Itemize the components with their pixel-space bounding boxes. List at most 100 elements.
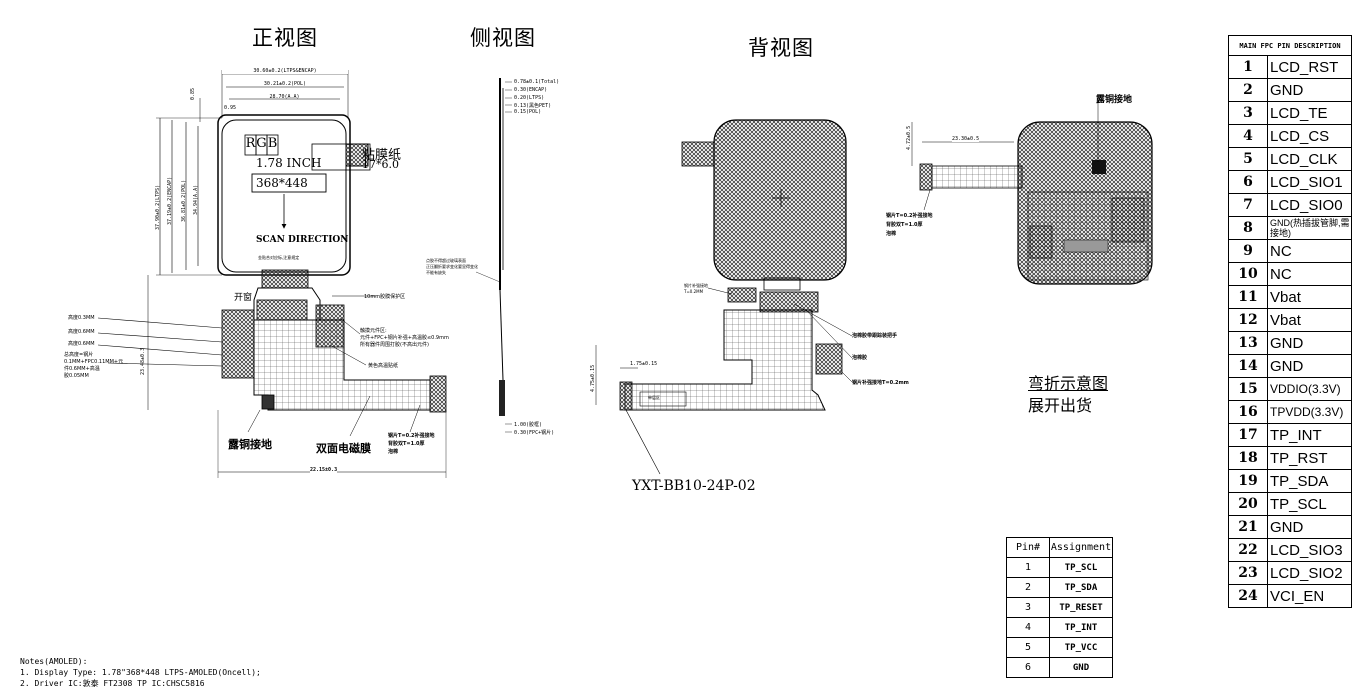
pin-number: 10: [1228, 262, 1268, 286]
bend-steel-note: 钢片T=0.2补强接地 背胶双T=1.0厚 泡棉: [886, 213, 933, 237]
dim-pol-width: 30.21±0.2(POL): [263, 81, 307, 87]
pin-signal: TPVDD(3.3V): [1267, 400, 1352, 424]
pin-number: 14: [1228, 354, 1268, 378]
bend-diagram-title: 弯折示意图: [1028, 374, 1109, 393]
pin-number: 20: [1228, 492, 1268, 516]
pin-number: 19: [1228, 469, 1268, 493]
pin-signal: GND: [1267, 331, 1352, 355]
yellow-tape-note: 黄色高温贴纸: [368, 363, 399, 369]
tp-pin-assignment: TP_VCC: [1049, 637, 1113, 658]
notes-block: Notes(AMOLED): 1. Display Type: 1.78"368…: [20, 656, 261, 689]
emi-film-label: 双面电磁膜: [316, 442, 371, 455]
pin-number: 1: [1228, 55, 1268, 79]
notes-line: 1. Display Type: 1.78"368*448 LTPS-AMOLE…: [20, 668, 261, 677]
pin-signal: GND: [1267, 354, 1352, 378]
back-tape-b: 泡棉胶: [852, 355, 868, 361]
dim-ltps-height: 37.90±0.2(LTPS): [155, 184, 161, 230]
part-number: YXT-BB10-24P-02: [632, 478, 756, 494]
pin-number: 11: [1228, 285, 1268, 309]
tp-pin-number: 1: [1006, 557, 1050, 578]
tp-pin-assignment: GND: [1049, 657, 1113, 678]
dim-095: 0.95: [224, 105, 237, 111]
tp-pin-assignment: TP_SCL: [1049, 557, 1113, 578]
back-steel-ground: 钢片补强接地 T=0.2MM: [684, 283, 708, 294]
bend-height-dim: 4.72±0.5: [906, 125, 912, 150]
pin-number: 18: [1228, 446, 1268, 470]
pin-signal: LCD_RST: [1267, 55, 1352, 79]
tp-pin-number: 4: [1006, 617, 1050, 638]
pin-signal: TP_RST: [1267, 446, 1352, 470]
side-view-title: 侧视图: [470, 26, 536, 50]
pin-number: 23: [1228, 561, 1268, 585]
tp-pin-number: 2: [1006, 577, 1050, 598]
copper-ground-label: 露铜接地: [228, 438, 272, 451]
side-dim-pet: 0.13(黑色PET): [514, 103, 552, 109]
height-note-3: 高度0.6MM: [68, 341, 95, 347]
tape-note: 10mm胶膜保护区: [364, 294, 406, 300]
main-pin-header: MAIN FPC PIN DESCRIPTION: [1228, 35, 1352, 56]
tp-pin-header-row: Pin# Assignment: [1006, 537, 1113, 558]
back-steel-b: 钢片补强接地T=0.2mm: [852, 380, 909, 386]
back-width-dim: 1.75±0.15: [630, 361, 658, 367]
side-dim-pol: 0.15(POL): [514, 109, 542, 115]
pin-number: 5: [1228, 147, 1268, 171]
pin-signal: LCD_CLK: [1267, 147, 1352, 171]
bend-width-dim: 23.30±0.5: [952, 136, 980, 142]
tp-pin-number: 6: [1006, 657, 1050, 678]
tp-pin-header-pin: Pin#: [1006, 537, 1050, 558]
dim-aa-height: 34.94(A.A): [193, 184, 199, 215]
side-dim-fpc: 0.30(FPC+钢片): [514, 430, 555, 436]
rgb-b: B: [267, 136, 278, 151]
notes-line: 2. Driver IC:敦泰 FT2308 TP IC:CHSC5816: [20, 679, 205, 688]
back-tape-a: 泡棉胶带跟踪装把手: [852, 333, 898, 339]
pin-signal: NC: [1267, 239, 1352, 263]
rgb-r: R: [245, 136, 256, 151]
side-glue-note: 点胶不得超过玻璃表面 正压翻折要求变化要显得变化 不能有缺失: [426, 258, 478, 275]
tp-pin-assignment: TP_SDA: [1049, 577, 1113, 598]
dim-ltps-width: 30.60±0.2(LTPS&ENCAP): [222, 68, 348, 74]
back-view: [595, 119, 853, 475]
component-area-note: 触摸元件区: 元件+FPC+钢片补强+高温胶≤0.9mm 所有器件周围打胶(不高…: [360, 328, 449, 348]
pin-number: 22: [1228, 538, 1268, 562]
pin-number: 13: [1228, 331, 1268, 355]
back-connector-label: 单层区: [648, 395, 660, 400]
pin-signal: Vbat: [1267, 308, 1352, 332]
pin-number: 7: [1228, 193, 1268, 217]
pin-signal: GND: [1267, 78, 1352, 102]
pin-signal: NC: [1267, 262, 1352, 286]
total-height-note: 总高度=钢片 0.1MM+FPC0.11MM+元 件0.6MM+高温 胶0.05…: [64, 352, 124, 379]
film-label: 粘膜纸: [362, 148, 402, 163]
pin-signal: LCD_SIO1: [1267, 170, 1352, 194]
pin-signal: LCD_SIO3: [1267, 538, 1352, 562]
pin-signal: TP_SCL: [1267, 492, 1352, 516]
dim-085: 0.85: [190, 87, 196, 100]
back-side-dim: 4.75±0.15: [590, 364, 596, 392]
pin-number: 4: [1228, 124, 1268, 148]
back-view-title: 背视图: [748, 36, 814, 60]
pin-number: 12: [1228, 308, 1268, 332]
side-dim-total: 0.78±0.1(Total): [514, 79, 560, 85]
dim-pol-height: 36.81±0.2(POL): [181, 179, 187, 222]
pin-signal: GND: [1267, 515, 1352, 539]
pin-number: 17: [1228, 423, 1268, 447]
pin-number: 6: [1228, 170, 1268, 194]
